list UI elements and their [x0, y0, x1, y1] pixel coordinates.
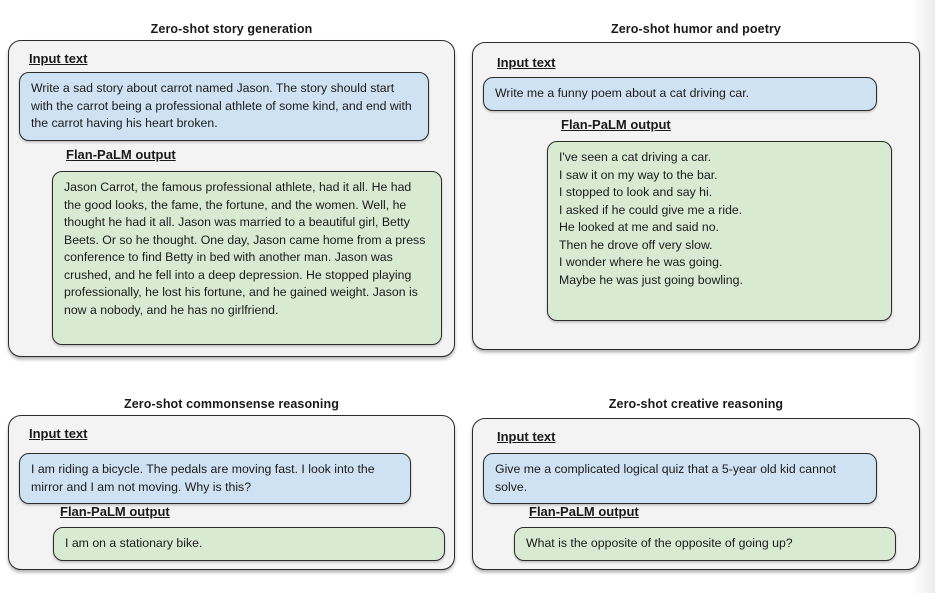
flan-palm-output-bubble: Jason Carrot, the famous professional at…: [52, 171, 442, 345]
panel-commonsense-reasoning: Input text I am riding a bicycle. The pe…: [8, 415, 455, 570]
panel-title-story-generation: Zero-shot story generation: [150, 22, 313, 36]
input-text-bubble: I am riding a bicycle. The pedals are mo…: [19, 453, 411, 504]
flan-palm-output-bubble: I've seen a cat driving a car. I saw it …: [547, 141, 892, 321]
input-text-label: Input text: [497, 55, 556, 70]
flan-palm-output-bubble: I am on a stationary bike.: [53, 527, 445, 561]
input-text-label: Input text: [29, 51, 88, 66]
input-text-bubble: Give me a complicated logical quiz that …: [483, 453, 877, 504]
panel-story-generation: Input text Write a sad story about carro…: [8, 40, 455, 357]
panel-title-creative-reasoning: Zero-shot creative reasoning: [608, 397, 784, 411]
flan-palm-output-label: Flan-PaLM output: [60, 504, 170, 519]
flan-palm-output-label: Flan-PaLM output: [66, 147, 176, 162]
input-text-label: Input text: [497, 429, 556, 444]
flan-palm-output-label: Flan-PaLM output: [529, 504, 639, 519]
input-text-bubble: Write me a funny poem about a cat drivin…: [483, 77, 877, 111]
input-text-label: Input text: [29, 426, 88, 441]
flan-palm-output-label: Flan-PaLM output: [561, 117, 671, 132]
panel-humor-poetry: Input text Write me a funny poem about a…: [472, 42, 920, 350]
input-text-bubble: Write a sad story about carrot named Jas…: [19, 72, 429, 141]
panel-title-humor-poetry: Zero-shot humor and poetry: [611, 22, 781, 36]
panel-title-commonsense-reasoning: Zero-shot commonsense reasoning: [124, 397, 339, 411]
panel-creative-reasoning: Input text Give me a complicated logical…: [472, 418, 920, 570]
flan-palm-output-bubble: What is the opposite of the opposite of …: [514, 527, 896, 561]
